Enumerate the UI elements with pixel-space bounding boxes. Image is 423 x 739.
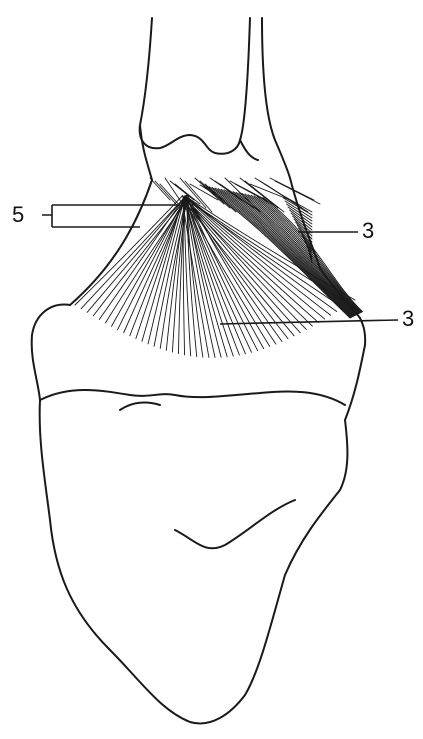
fiber-line <box>186 200 300 333</box>
fiber-line <box>284 198 313 215</box>
fiber-line <box>87 197 185 313</box>
label-5: 5 <box>12 202 24 227</box>
upper-bone-outlines <box>140 18 290 180</box>
fiber-line <box>75 195 183 305</box>
fiber-line <box>154 197 187 347</box>
fiber-line <box>270 178 314 200</box>
fiber-line <box>142 199 183 341</box>
label-3-upper: 3 <box>362 218 374 243</box>
label-3-lower: 3 <box>402 306 414 331</box>
fiber-line <box>275 181 320 204</box>
fiber-line <box>185 198 251 352</box>
fiber-line <box>155 181 176 204</box>
talus-outline <box>32 305 365 724</box>
fiber-line <box>185 197 234 356</box>
